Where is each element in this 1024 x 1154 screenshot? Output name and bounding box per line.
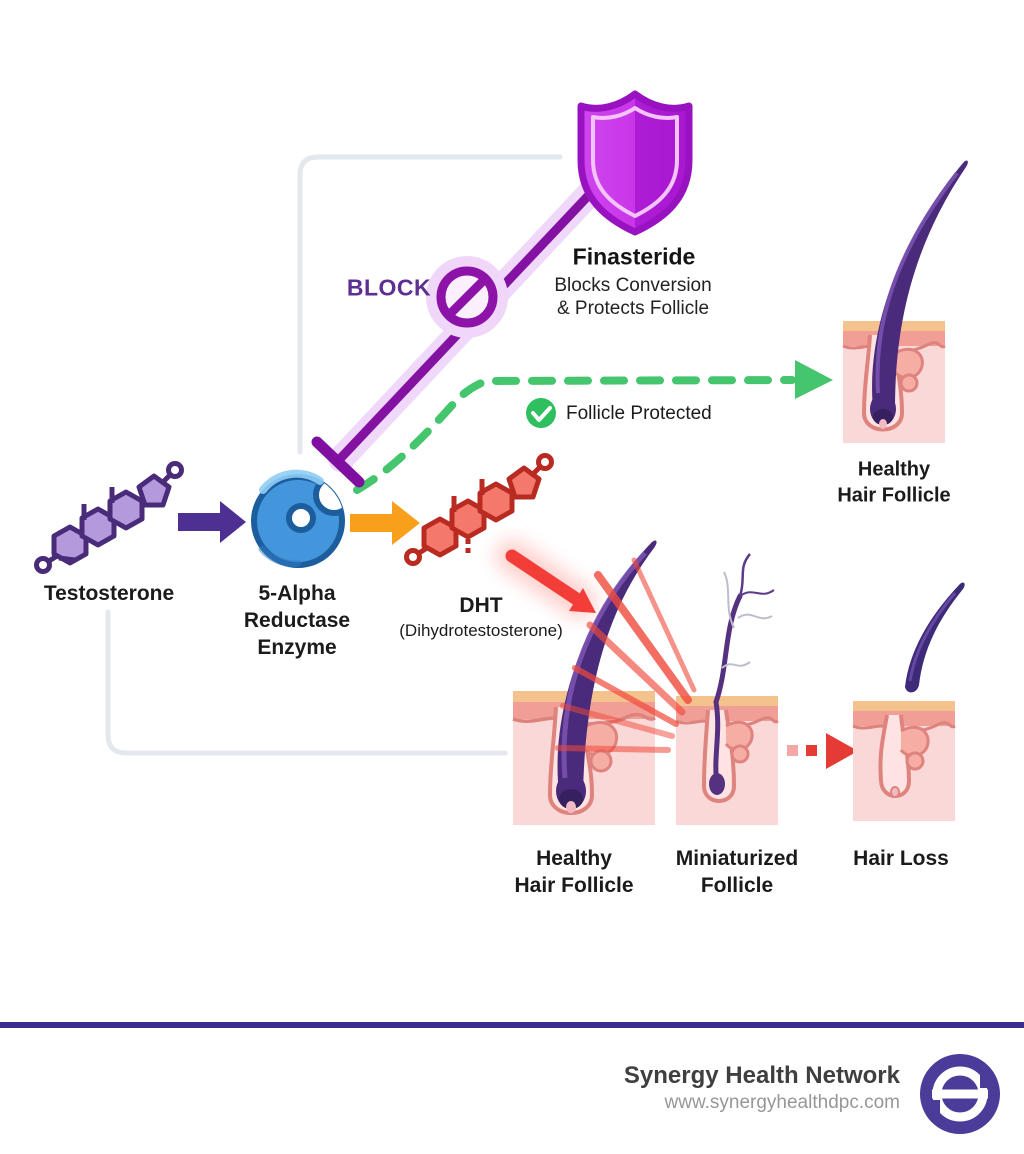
check-icon xyxy=(526,398,556,428)
dht-label: DHT xyxy=(459,594,503,617)
dht-molecule-icon xyxy=(404,453,554,566)
dht-attack-arrow xyxy=(495,539,597,619)
enzyme-label-line1: 5-Alpha xyxy=(258,582,336,605)
enzyme-label-line3: Enzyme xyxy=(257,636,337,659)
follicle-healthy-top-icon xyxy=(842,160,968,443)
reaction-arrow-testosterone xyxy=(178,501,246,543)
follicle-hairloss-icon xyxy=(852,582,965,821)
testosterone-molecule-icon xyxy=(34,461,184,574)
miniaturized-follicle-label-line2: Follicle xyxy=(700,874,774,897)
brand-logo-icon xyxy=(920,1054,1000,1134)
healthy-follicle-top-label-line1: Healthy xyxy=(857,458,931,481)
finasteride-subtitle-2: & Protects Follicle xyxy=(556,298,710,319)
enzyme-icon xyxy=(251,469,345,568)
finasteride-title: Finasteride xyxy=(572,243,696,270)
hair-loss-label: Hair Loss xyxy=(853,847,949,870)
testosterone-label: Testosterone xyxy=(43,582,175,605)
dht-rays xyxy=(555,557,697,753)
footer-text-block: Synergy Health Network www.synergyhealth… xyxy=(624,1062,900,1114)
healthy-follicle-top-label-line2: Hair Follicle xyxy=(837,484,951,507)
frame-connector-top xyxy=(297,154,563,455)
prohibition-icon xyxy=(426,256,508,338)
diagram-canvas xyxy=(34,90,968,825)
miniaturized-follicle-label-line1: Miniaturized xyxy=(675,847,799,870)
footer-brand-name: Synergy Health Network xyxy=(623,1062,900,1089)
hair-loss-arrow xyxy=(787,733,858,769)
finasteride-subtitle-1: Blocks Conversion xyxy=(554,275,712,296)
shield-icon xyxy=(577,90,693,236)
follicle-miniaturized-icon xyxy=(675,553,779,825)
inhibitor-line xyxy=(311,180,603,488)
enzyme-label-line2: Reductase xyxy=(243,609,351,632)
healthy-follicle-bottom-label-line1: Healthy xyxy=(536,847,612,870)
dht-sublabel: (Dihydrotestosterone) xyxy=(399,621,563,640)
follicle-protected-arrow xyxy=(353,360,833,494)
block-label: BLOCK xyxy=(346,274,432,301)
footer-url: www.synergyhealthdpc.com xyxy=(664,1092,901,1113)
healthy-follicle-bottom-label-line2: Hair Follicle xyxy=(514,874,634,897)
follicle-protected-label: Follicle Protected xyxy=(566,403,712,424)
footer-divider xyxy=(0,1022,1024,1028)
frame-connector-bottom xyxy=(105,609,508,756)
reaction-arrow-dht xyxy=(350,501,420,545)
